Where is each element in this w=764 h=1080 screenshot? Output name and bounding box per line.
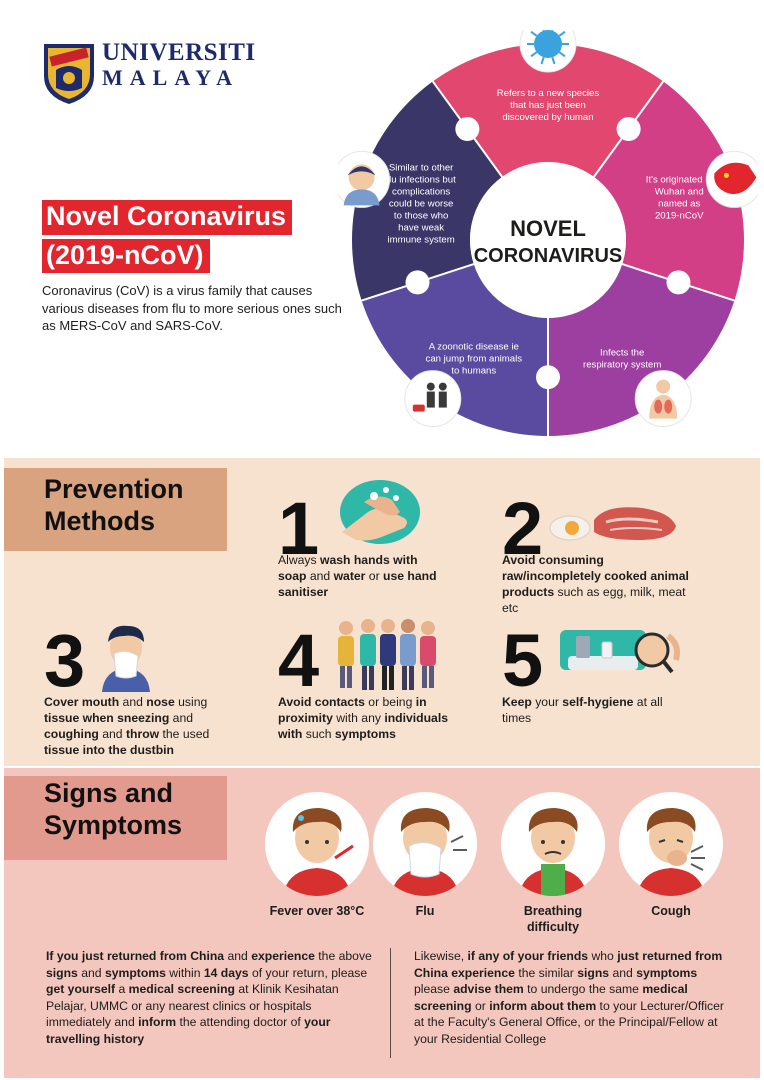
hand-hygiene-sink-icon [560,630,680,674]
wheel-center [470,162,626,318]
wheel-connector-dot [616,117,641,142]
signs-tab [4,776,227,860]
prevention-title-line-2: Methods [44,505,155,536]
signs-section: Signs and Symptoms Fever over 38°C [4,768,760,1078]
step-text: Keep your self-hygiene at all times [502,695,663,726]
respiratory-system-icon [634,370,692,428]
step-number: 3 [44,619,85,702]
wheel-segment-label: respiratory system [583,360,661,371]
wheel-connector-dot [455,117,480,142]
weak-immune-person-icon [338,150,391,208]
wheel-segment [432,44,664,177]
wheel-segment-label: could be worse [389,199,454,210]
symptom-label: Flu [415,904,435,918]
flu-person-icon [391,808,467,896]
wheel-segment-label: can jump from animals [426,354,523,365]
hand-washing-icon [340,480,420,544]
wheel-segment [361,264,548,436]
prevention-tab [4,468,227,551]
prevention-section: Prevention Methods 1 Always wash hands w… [4,458,760,766]
symptom-breathing-difficulty: Breathing difficulty [498,792,608,935]
page-title: Novel Coronavirus (2019-nCoV) [42,200,293,274]
wheel-connector-dot [536,365,560,390]
title-line-2: (2019-nCoV) [42,238,210,274]
step-number: 4 [278,619,319,702]
title-line-1: Novel Coronavirus [42,200,293,235]
prevention-title-line-1: Prevention [44,474,184,504]
prevention-title: Prevention Methods [44,474,184,538]
breathing-difficulty-person-icon [519,808,587,896]
wheel-center-line-1: NOVEL [510,216,586,241]
wheel-segment-label: discovered by human [502,112,593,123]
symptom-cough: Cough [616,792,726,920]
step-number: 5 [502,619,543,702]
fever-person-icon [283,808,354,896]
step-text: Cover mouth and nose using tissue when s… [44,695,210,758]
symptom-label: Breathing difficulty [523,904,583,934]
wheel-segment-label: named as [658,198,700,209]
advice-returned-from-china: If you just returned from China and expe… [46,949,372,1046]
wheel-segment-label: Refers to a new species [497,88,600,99]
china-map-icon [705,150,758,208]
logo-line-2: MALAYA [102,65,239,90]
virus-icon [519,30,577,73]
intro-paragraph: Coronavirus (CoV) is a virus family that… [42,283,342,334]
symptom-flu: Flu [370,792,480,920]
coughing-person-icon [637,808,705,896]
step-text: Always wash hands with soap and water or… [278,553,437,600]
wheel-segment-label: that has just been [510,100,586,111]
step-text: Avoid contacts or being in proximity wit… [278,695,449,742]
symptom-label: Fever over 38°C [269,904,365,918]
logo-line-1: UNIVERSITI [102,39,256,66]
advice-for-friends: Likewise, if any of your friends who jus… [414,949,724,1046]
crowd-of-people-icon [338,619,436,690]
notes-divider [390,948,391,1058]
wheel-segment-label: It's originated in [646,174,713,185]
university-crest-icon [44,44,94,104]
symptom-label: Cough [651,904,691,918]
wheel-segment-label: to those who [394,211,448,222]
zoonotic-transmission-icon [404,370,462,428]
signs-title-line-2: Symptoms [44,809,183,840]
wheel-segment-label: flu infections but [386,175,456,186]
step-number: 2 [502,487,543,570]
wheel-segment-label: have weak [398,223,444,234]
wheel-segment-label: Wuhan and [655,186,704,197]
wheel-segment-label: Infects the [600,348,644,359]
wheel-center-line-2: CORONAVIRUS [474,245,623,267]
signs-title: Signs and Symptoms [44,778,182,842]
step-text: Avoid consuming raw/incompletely cooked … [502,553,689,616]
wheel-segment-label: to humans [451,366,496,377]
wheel-connector-dot [666,270,691,295]
wheel-segment-label: complications [392,187,450,198]
university-logo: UNIVERSITI MALAYA [42,40,256,106]
wheel-segment-label: Similar to other [389,163,454,174]
wheel-segment-label: immune system [388,235,455,246]
raw-meat-and-egg-icon [549,507,676,541]
wheel-segment-label: A zoonotic disease ie [429,342,519,353]
wheel-connector-dot [405,270,430,295]
wheel-segment-label: 2019-nCoV [655,210,704,221]
symptom-fever: Fever over 38°C [262,792,372,920]
signs-title-line-1: Signs and [44,778,174,808]
step-number: 1 [278,487,319,570]
sneezing-person-icon [102,625,150,692]
wheel-segment [548,264,735,436]
